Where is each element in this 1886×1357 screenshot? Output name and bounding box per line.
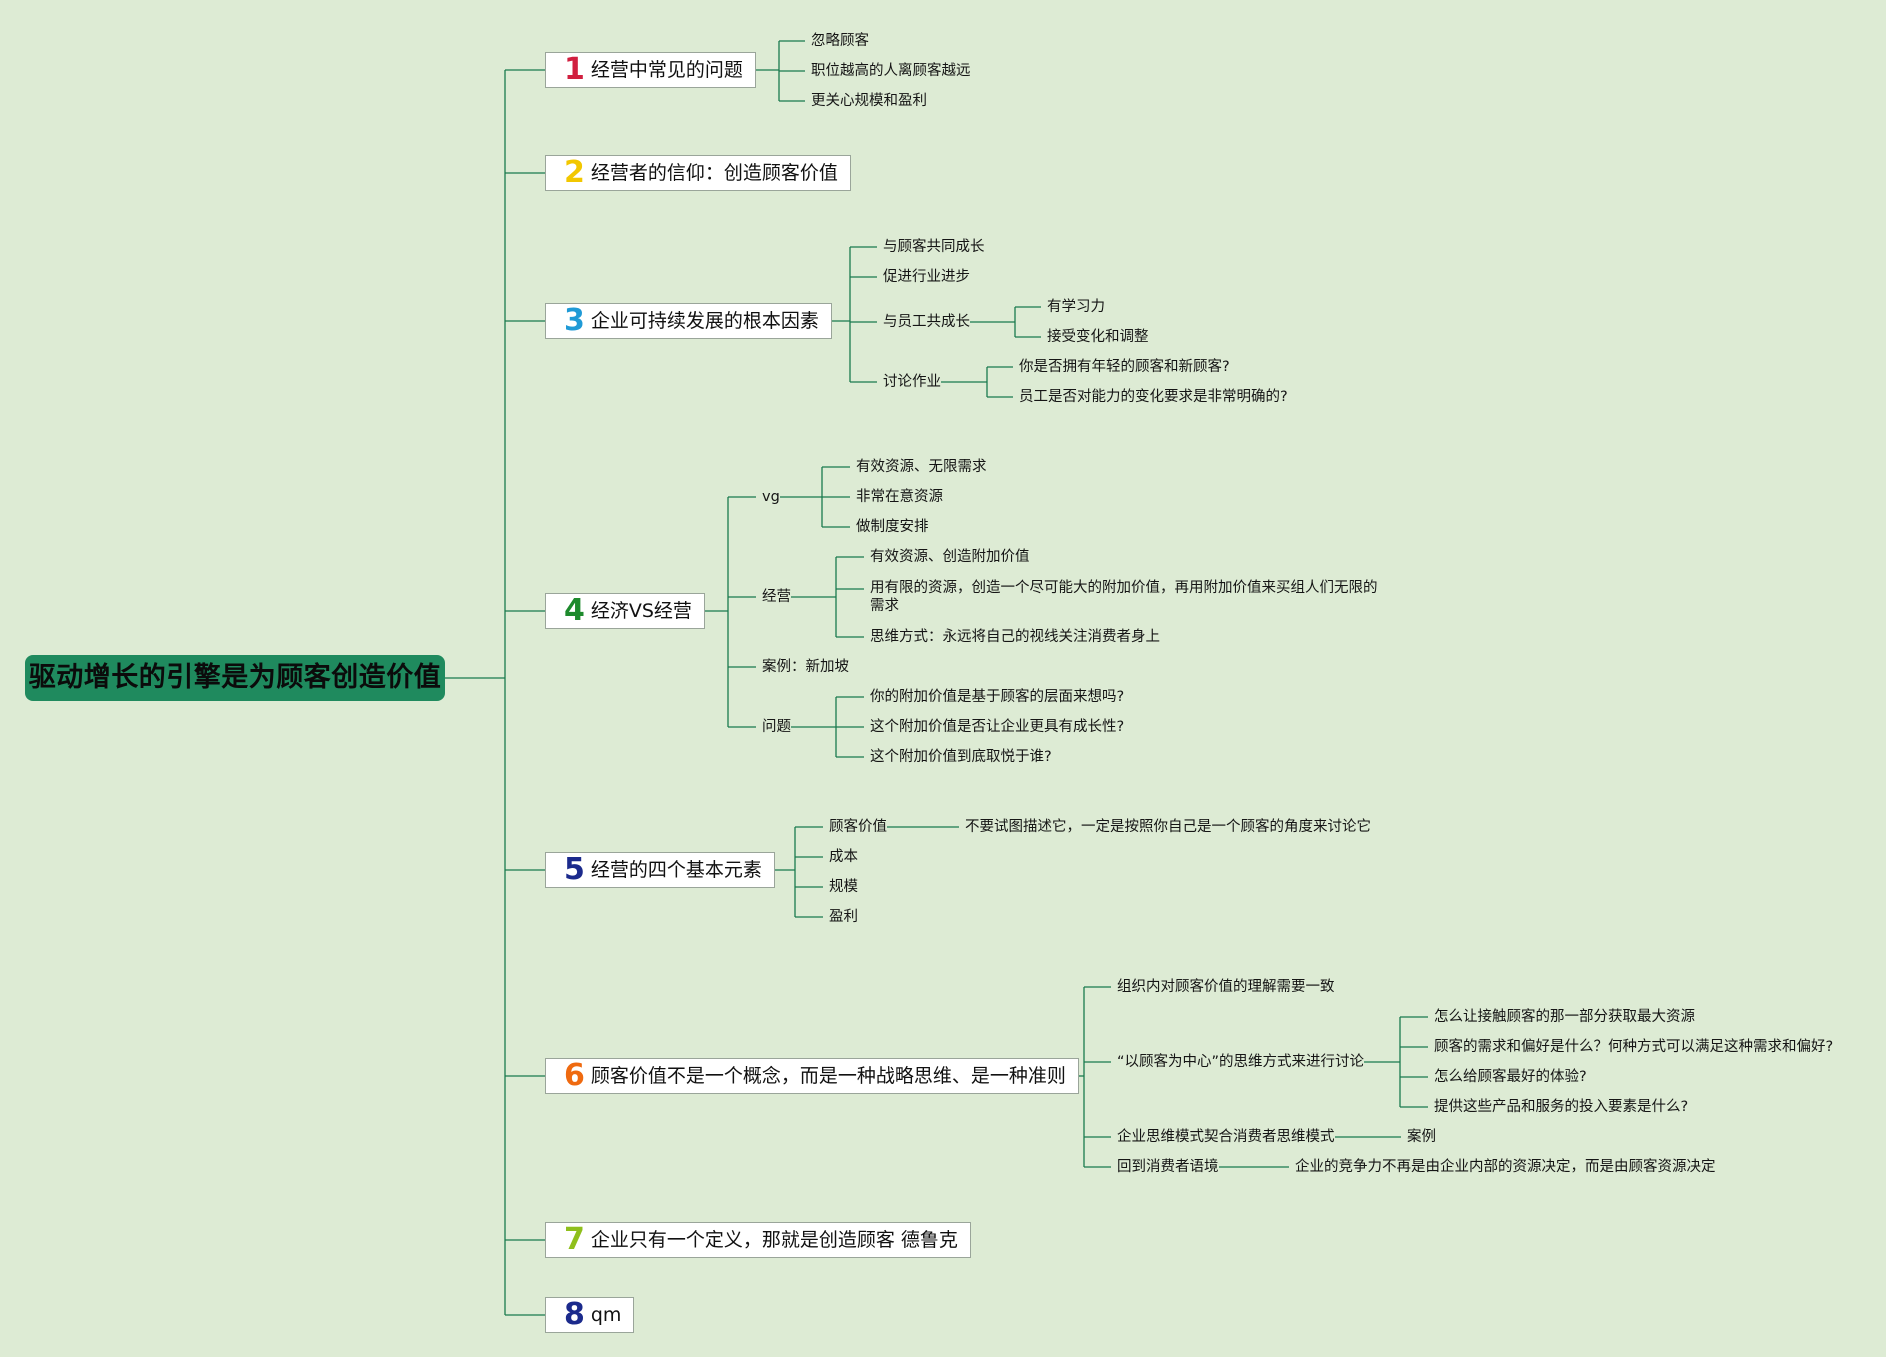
number-1-icon: 1: [564, 52, 585, 87]
topic-needs-preferences[interactable]: 顾客的需求和偏好是什么？何种方式可以满足这种需求和偏好?: [1434, 1039, 1834, 1055]
topic-higher-rank-farther[interactable]: 职位越高的人离顾客越远: [811, 63, 971, 79]
branch-label: 经营中常见的问题: [590, 59, 743, 81]
topic-employee-capability[interactable]: 员工是否对能力的变化要求是非常明确的?: [1019, 389, 1288, 405]
branch-label: 顾客价值不是一个概念，而是一种战略思维、是一种准则: [590, 1065, 1066, 1087]
branch-label: 经营者的信仰：创造顾客价值: [590, 162, 838, 184]
number-6-icon: 6: [564, 1058, 585, 1093]
branch-label: 经济VS经营: [590, 600, 692, 622]
topic-cost[interactable]: 成本: [829, 849, 858, 865]
number-7-icon: 7: [564, 1222, 585, 1257]
topic-vg[interactable]: vg: [762, 489, 780, 505]
topic-dont-describe[interactable]: 不要试图描述它，一定是按照你自己是一个顾客的角度来讨论它: [965, 819, 1371, 835]
topic-competitiveness[interactable]: 企业的竞争力不再是由企业内部的资源决定，而是由顾客资源决定: [1295, 1159, 1716, 1175]
topic-scale-profit[interactable]: 更关心规模和盈利: [811, 93, 927, 109]
topic-customer-centric[interactable]: “以顾客为中心”的思维方式来进行讨论: [1117, 1054, 1365, 1070]
topic-mindset-match[interactable]: 企业思维模式契合消费者思维模式: [1117, 1129, 1335, 1145]
topic-profit[interactable]: 盈利: [829, 909, 858, 925]
branch-label: 经营的四个基本元素: [590, 859, 762, 881]
branch-label: qm: [590, 1304, 622, 1326]
topic-scale[interactable]: 规模: [829, 879, 858, 895]
topic-consumer-context[interactable]: 回到消费者语境: [1117, 1159, 1219, 1175]
topic-learning-ability[interactable]: 有学习力: [1047, 299, 1105, 315]
topic-question-who-pleased[interactable]: 这个附加价值到底取悦于谁?: [870, 749, 1052, 765]
topic-grow-with-employees[interactable]: 与员工共成长: [883, 314, 970, 330]
topic-consistent-understanding[interactable]: 组织内对顾客价值的理解需要一致: [1117, 979, 1335, 995]
topic-management[interactable]: 经营: [762, 589, 791, 605]
topic-young-customers[interactable]: 你是否拥有年轻的顾客和新顾客?: [1019, 359, 1230, 375]
branch-label: 企业可持续发展的根本因素: [590, 310, 819, 332]
topic-grow-with-customers[interactable]: 与顾客共同成长: [883, 239, 985, 255]
root-topic[interactable]: 驱动增长的引擎是为顾客创造价值: [25, 655, 445, 701]
number-8-icon: 8: [564, 1297, 585, 1332]
topic-case[interactable]: 案例: [1407, 1129, 1436, 1145]
topic-create-added-value[interactable]: 有效资源、创造附加价值: [870, 549, 1030, 565]
topic-customer-value[interactable]: 顾客价值: [829, 819, 887, 835]
topic-input-factors[interactable]: 提供这些产品和服务的投入要素是什么?: [1434, 1099, 1689, 1115]
number-5-icon: 5: [564, 852, 585, 887]
topic-mindset-consumers[interactable]: 思维方式：永远将自己的视线关注消费者身上: [870, 629, 1160, 645]
topic-case-singapore[interactable]: 案例：新加坡: [762, 659, 849, 675]
topic-ignore-customers[interactable]: 忽略顾客: [811, 33, 869, 49]
topic-care-resources[interactable]: 非常在意资源: [856, 489, 943, 505]
number-4-icon: 4: [564, 593, 585, 628]
topic-question-customer-level[interactable]: 你的附加价值是基于顾客的层面来想吗?: [870, 689, 1125, 705]
topic-accept-change[interactable]: 接受变化和调整: [1047, 329, 1149, 345]
topic-institutional-arrangement[interactable]: 做制度安排: [856, 519, 929, 535]
topic-effective-resources-unlimited-demand[interactable]: 有效资源、无限需求: [856, 459, 987, 475]
topic-question-growth[interactable]: 这个附加价值是否让企业更具有成长性?: [870, 719, 1125, 735]
topic-limited-resources-added-value[interactable]: 用有限的资源，创造一个尽可能大的附加价值，再用附加价值来买组人们无限的需求: [870, 580, 1378, 614]
number-2-icon: 2: [564, 155, 585, 190]
topic-industry-progress[interactable]: 促进行业进步: [883, 269, 970, 285]
topic-questions[interactable]: 问题: [762, 719, 791, 735]
number-3-icon: 3: [564, 303, 585, 338]
topic-max-resources[interactable]: 怎么让接触顾客的那一部分获取最大资源: [1434, 1009, 1695, 1025]
topic-best-experience[interactable]: 怎么给顾客最好的体验?: [1434, 1069, 1587, 1085]
branch-label: 企业只有一个定义，那就是创造顾客 德鲁克: [590, 1229, 958, 1251]
topic-discussion-homework[interactable]: 讨论作业: [883, 374, 941, 390]
